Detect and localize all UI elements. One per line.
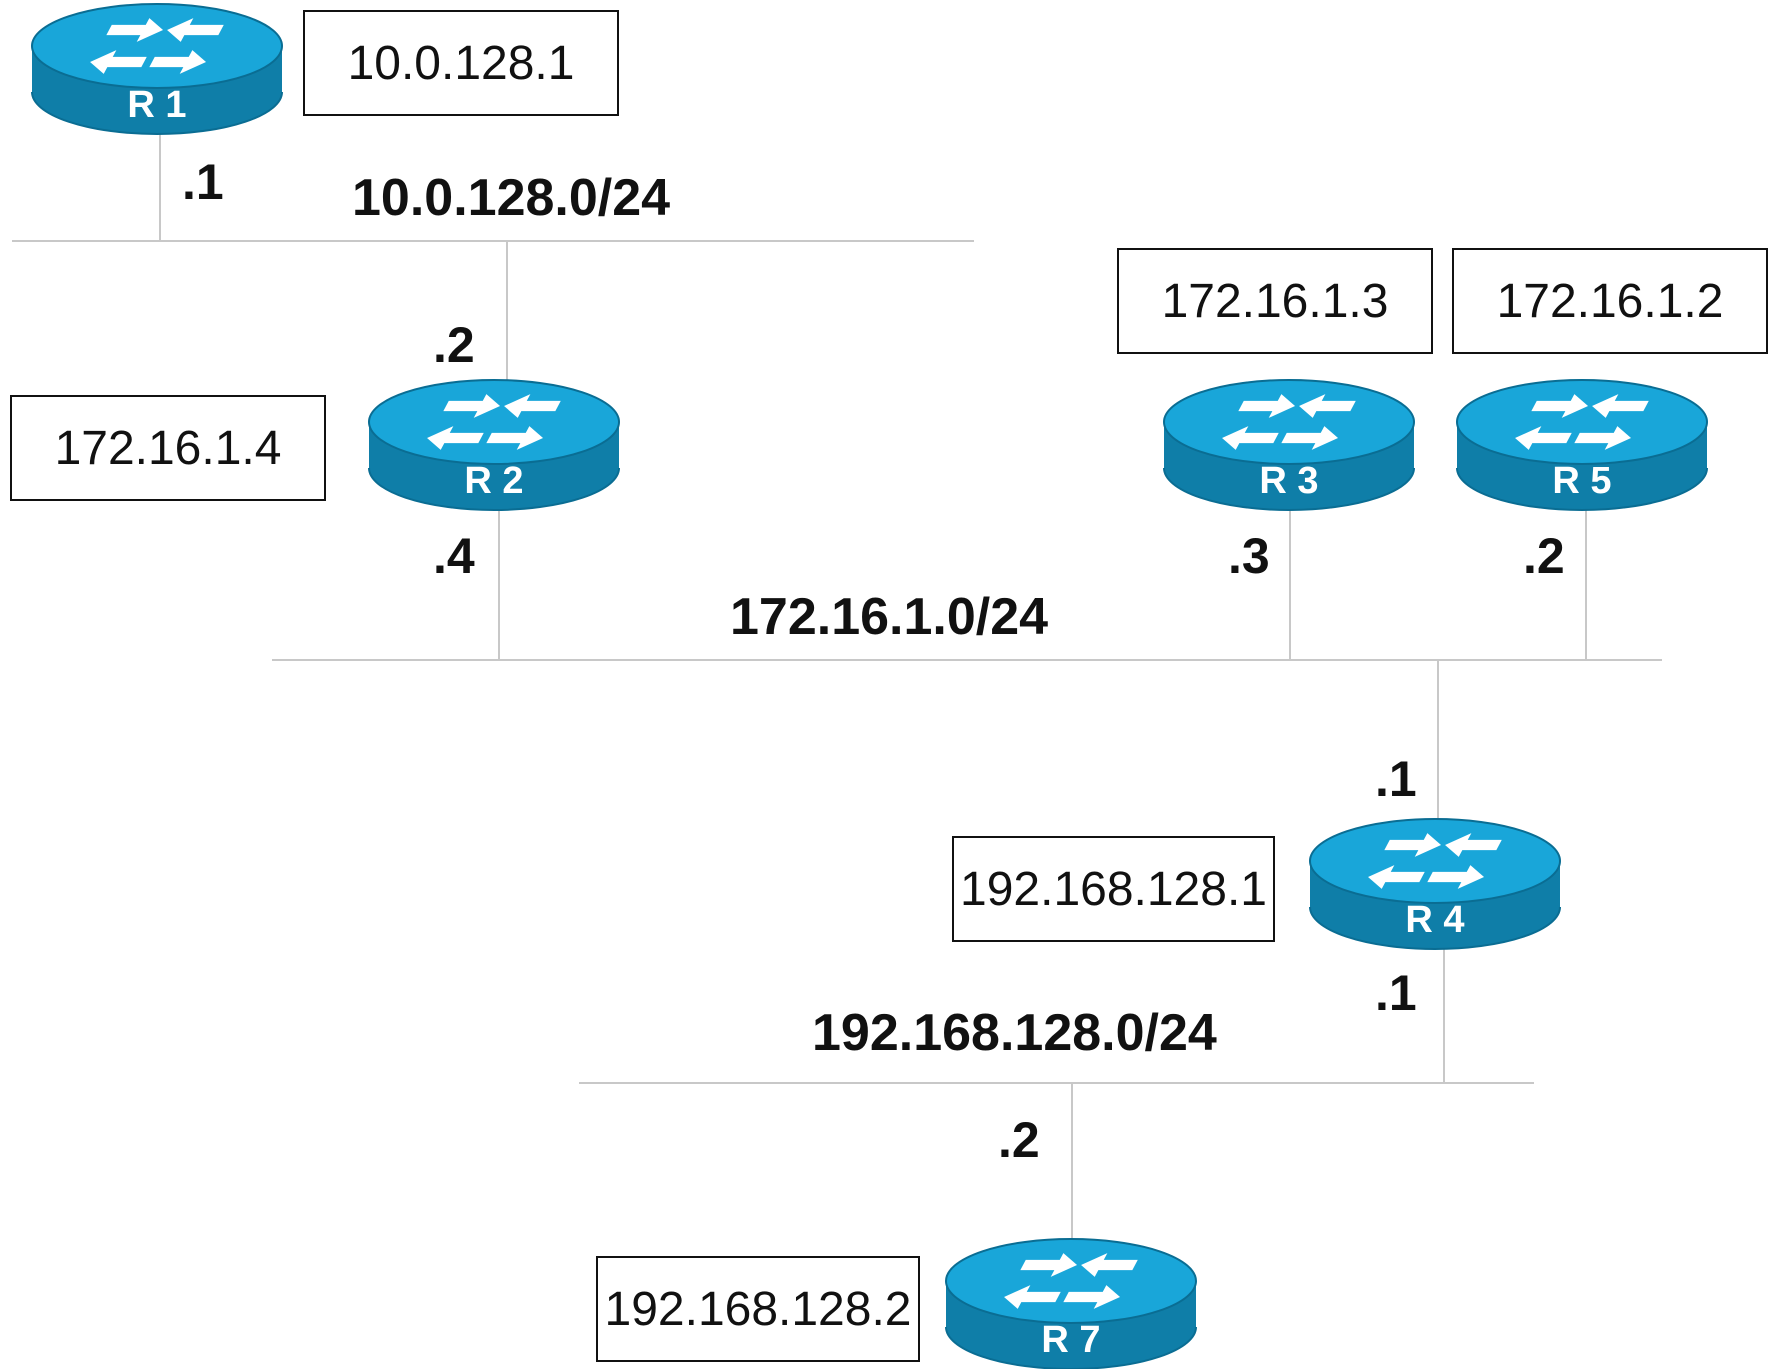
router-label: R 7	[1041, 1319, 1101, 1361]
router-label: R 3	[1259, 460, 1319, 502]
router-icon	[31, 3, 283, 135]
router-label: R 4	[1405, 899, 1465, 941]
interface-label-r2-net10: .2	[433, 317, 475, 373]
router-r1[interactable]: R 1	[30, 0, 284, 135]
router-id-box-r2: 172.16.1.4	[10, 395, 326, 501]
router-icon	[1309, 818, 1561, 950]
network-segment-172-16-1-0	[272, 659, 1662, 661]
router-id-box-r1: 10.0.128.1	[303, 10, 619, 116]
link-r2-net172	[498, 505, 500, 660]
interface-label-r4-net192: .1	[1375, 965, 1417, 1021]
router-id-box-r7: 192.168.128.2	[596, 1256, 920, 1362]
link-r4-net172	[1437, 660, 1439, 822]
router-icon	[1456, 379, 1708, 511]
router-id-box-r4: 192.168.128.1	[952, 836, 1275, 942]
router-r4[interactable]: R 4	[1308, 815, 1562, 950]
router-id-box-r3: 172.16.1.3	[1117, 248, 1433, 354]
network-segment-10-0-128-0	[12, 240, 974, 242]
link-r5-net172	[1585, 505, 1587, 660]
network-label-192-168-128-0: 192.168.128.0/24	[812, 1004, 1217, 1062]
interface-label-r3-net172: .3	[1228, 528, 1270, 584]
network-label-172-16-1-0: 172.16.1.0/24	[730, 588, 1049, 646]
link-r1-net10	[159, 130, 161, 241]
router-label: R 1	[127, 84, 187, 126]
interface-label-r2-net172: .4	[433, 528, 475, 584]
interface-label-r5-net172: .2	[1523, 528, 1565, 584]
interface-label-r7-net192: .2	[998, 1112, 1040, 1168]
router-id-box-r5: 172.16.1.2	[1452, 248, 1768, 354]
router-icon	[1163, 379, 1415, 511]
network-segment-192-168-128-0	[579, 1082, 1534, 1084]
router-r7[interactable]: R 7	[944, 1235, 1198, 1369]
network-label-10-0-128-0: 10.0.128.0/24	[352, 169, 671, 227]
router-r3[interactable]: R 3	[1162, 376, 1416, 511]
link-r4-net192	[1443, 945, 1445, 1083]
router-r5[interactable]: R 5	[1455, 376, 1709, 511]
interface-label-r1-net10: .1	[182, 154, 224, 210]
link-r3-net172	[1289, 505, 1291, 660]
link-r7-net192	[1071, 1083, 1073, 1239]
router-r2[interactable]: R 2	[367, 376, 621, 511]
link-r2-net10	[506, 241, 508, 385]
router-icon	[368, 379, 620, 511]
router-label: R 5	[1552, 460, 1612, 502]
router-label: R 2	[464, 460, 524, 502]
interface-label-r4-net172: .1	[1375, 751, 1417, 807]
